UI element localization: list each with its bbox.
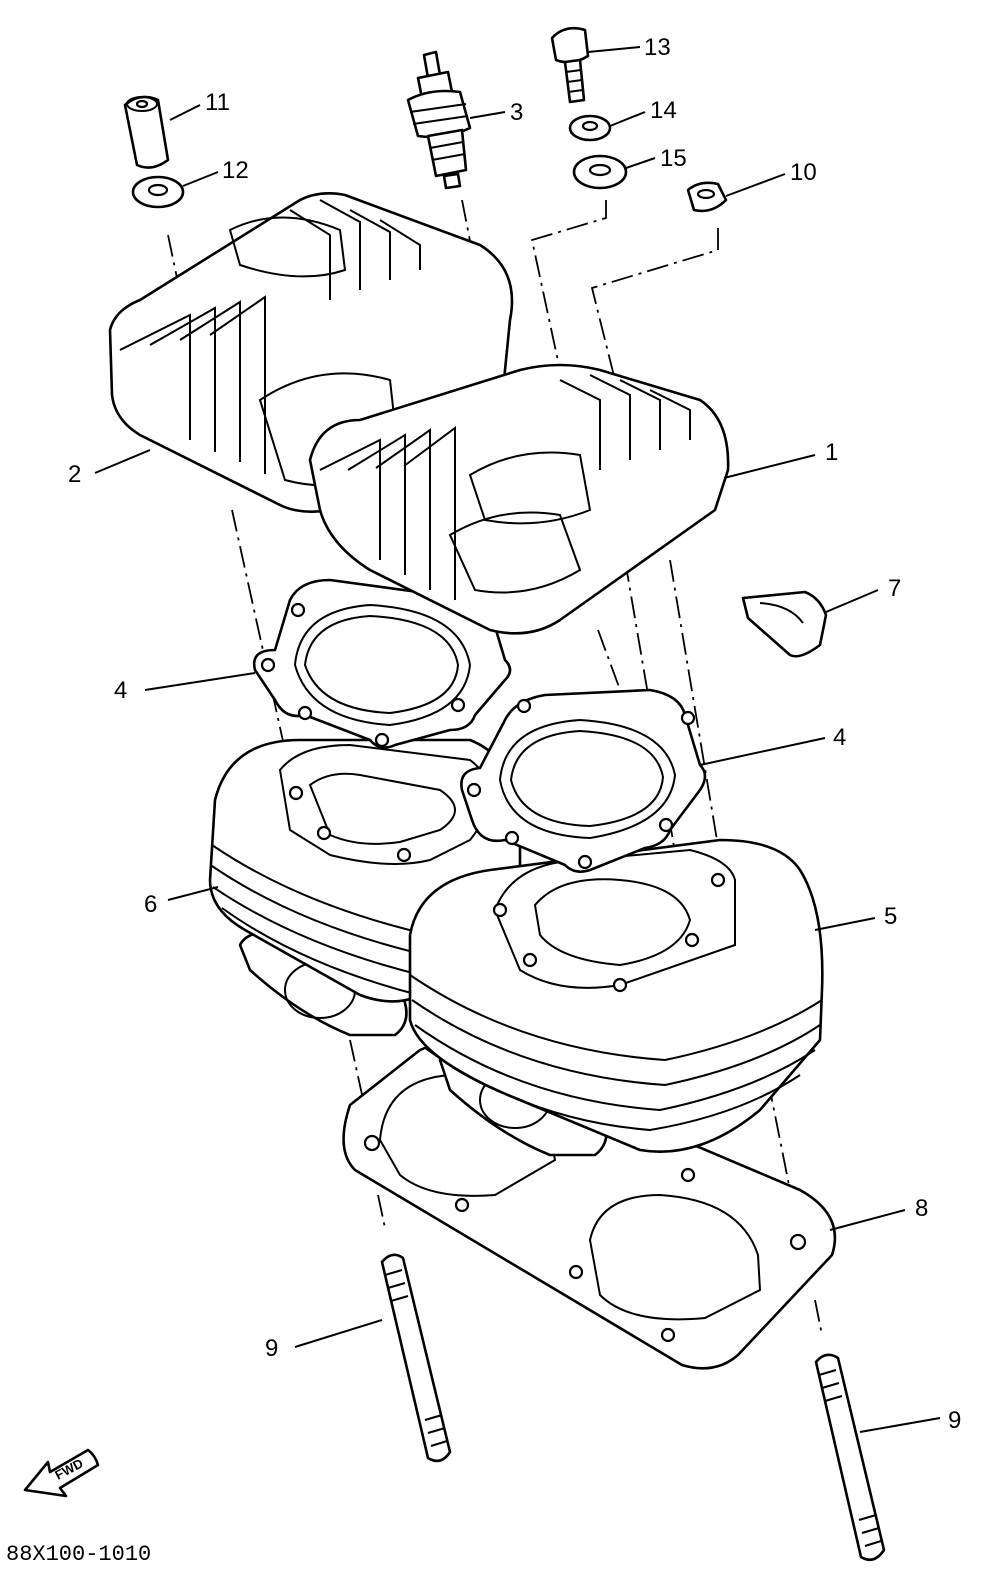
callout-13: 13 xyxy=(644,34,671,61)
nut-10 xyxy=(686,181,728,213)
callout-9-left: 9 xyxy=(265,1335,278,1362)
washer-15 xyxy=(572,154,628,190)
callout-5: 5 xyxy=(884,903,897,930)
fwd-arrow-icon: FWD xyxy=(23,1448,100,1498)
cylinder-front xyxy=(408,838,824,1157)
callout-10: 10 xyxy=(790,159,817,186)
callout-9-right: 9 xyxy=(948,1407,961,1434)
callout-11: 11 xyxy=(205,89,230,116)
callout-labels: 1 2 3 4 4 5 6 7 8 9 9 10 11 12 13 14 15 xyxy=(68,34,961,1434)
lock-washer-14 xyxy=(568,114,612,142)
bolt-13 xyxy=(550,26,590,104)
callout-3: 3 xyxy=(510,99,523,126)
callout-6: 6 xyxy=(144,891,157,918)
callout-15: 15 xyxy=(660,145,687,172)
callout-2: 2 xyxy=(68,461,81,488)
callout-1: 1 xyxy=(825,439,838,466)
callout-14: 14 xyxy=(650,97,677,124)
sleeve xyxy=(123,95,170,169)
callout-4-rear: 4 xyxy=(114,677,127,704)
stud-bolt-left xyxy=(380,1253,452,1463)
stud-bolt-right xyxy=(814,1353,886,1562)
callout-8: 8 xyxy=(915,1195,928,1222)
spark-plug xyxy=(406,50,472,190)
head-gasket-front xyxy=(460,688,707,873)
drawing-code: 88X100-1010 xyxy=(6,1542,151,1567)
leader-lines xyxy=(94,46,941,1433)
callout-7: 7 xyxy=(888,575,901,602)
mount-bracket xyxy=(741,590,828,658)
washer-12 xyxy=(131,175,185,209)
callout-12: 12 xyxy=(222,157,249,184)
head-gasket-rear xyxy=(252,578,512,749)
cylinder-head-front xyxy=(308,363,730,635)
callout-4-front: 4 xyxy=(833,724,846,751)
cylinder-base-gasket xyxy=(342,1043,837,1370)
